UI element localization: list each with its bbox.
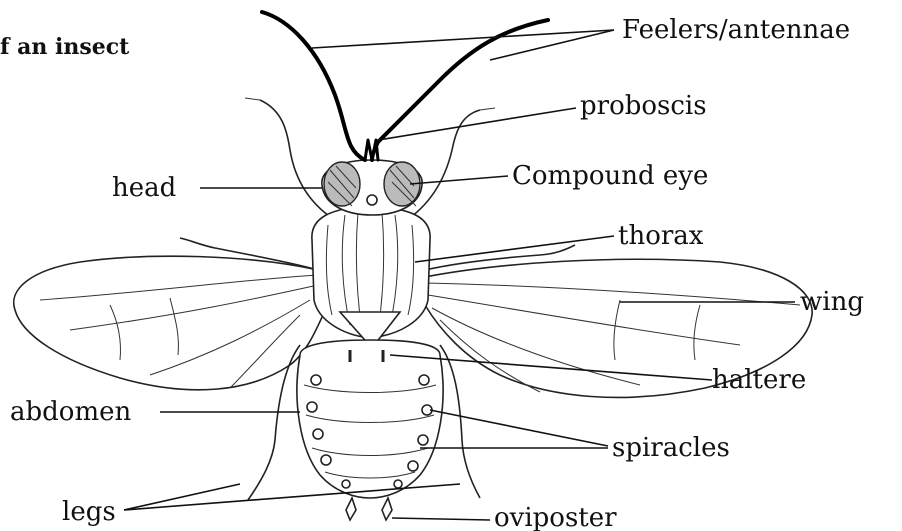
label-antennae: Feelers/antennae	[622, 15, 850, 45]
label-proboscis: proboscis	[580, 91, 707, 121]
label-wing: wing	[800, 287, 864, 317]
label-oviposter: oviposter	[494, 503, 617, 531]
left-wing	[14, 256, 330, 390]
thorax-drawing	[312, 206, 430, 348]
proboscis-drawing	[365, 140, 378, 160]
label-abdomen: abdomen	[10, 397, 131, 427]
label-thorax: thorax	[618, 221, 704, 251]
left-antenna	[262, 12, 365, 160]
right-antenna	[372, 20, 548, 160]
diagram-title: f an insect	[0, 34, 130, 60]
label-legs: legs	[62, 497, 116, 527]
head-drawing	[322, 160, 422, 215]
label-haltere: haltere	[712, 365, 806, 395]
label-compound-eye: Compound eye	[512, 161, 708, 191]
label-head: head	[112, 173, 176, 203]
label-spiracles: spiracles	[612, 433, 730, 463]
abdomen-drawing	[297, 340, 443, 520]
